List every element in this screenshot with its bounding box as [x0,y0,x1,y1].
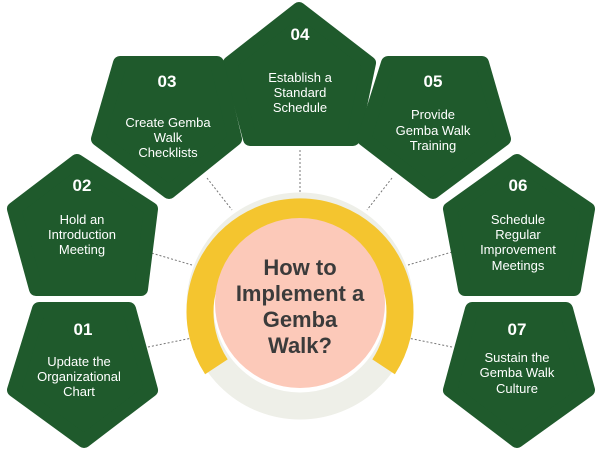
step-label-line: Checklists [138,145,198,160]
step-06-shape [443,154,595,296]
step-number: 01 [74,320,93,339]
connectors [147,150,453,348]
center-title-line: Implement a [236,281,365,306]
center-title-line: Gemba [263,307,338,332]
step-label-line: Meeting [59,242,105,257]
center-title-line: Walk? [268,333,332,358]
step-03: 03 Create Gemba Walk Checklists [91,56,242,199]
step-number: 02 [73,176,92,195]
step-label-line: Meetings [492,258,545,273]
step-label-line: Walk [154,130,183,145]
step-label-line: Schedule [273,100,327,115]
step-label-line: Regular [495,227,541,242]
center-circle: How to Implement a Gemba Walk? [186,192,414,420]
step-01: 01 Update the Organizational Chart [7,302,158,448]
connector-01 [147,337,193,348]
step-04-shape [223,2,376,146]
step-04: 04 Establish a Standard Schedule [223,2,376,146]
step-07-shape [443,302,595,448]
step-label-line: Culture [496,381,538,396]
connector-05 [366,177,393,211]
step-05-shape [357,56,511,199]
step-label-line: Create Gemba [125,115,211,130]
step-number: 07 [508,320,527,339]
step-03-shape [91,56,242,199]
step-label-line: Update the [47,354,111,369]
step-label-line: Training [410,138,456,153]
step-label-line: Improvement [480,242,556,257]
center-title-line: How to [263,255,336,280]
step-label-line: Introduction [48,227,116,242]
step-number: 04 [291,25,310,44]
step-01-shape [7,302,158,448]
step-02-shape [7,154,158,296]
step-label-line: Organizational [37,369,121,384]
step-label-line: Hold an [60,212,105,227]
connector-02 [147,251,193,266]
step-06: 06 Schedule Regular Improvement Meetings [443,154,595,296]
step-label-line: Sustain the [484,350,549,365]
ring-progress-arc [186,198,414,375]
step-label-line: Schedule [491,212,545,227]
step-label-line: Provide [411,107,455,122]
step-label-line: Gemba Walk [480,365,555,380]
step-number: 05 [424,72,443,91]
step-number: 06 [509,176,528,195]
connector-07 [407,337,453,348]
step-02: 02 Hold an Introduction Meeting [7,154,158,296]
step-label-line: Establish a [268,70,332,85]
center-disc [215,218,385,388]
step-05: 05 Provide Gemba Walk Training [357,56,511,199]
step-number: 03 [158,72,177,91]
step-label-line: Standard [274,85,327,100]
connector-03 [206,177,233,211]
step-07: 07 Sustain the Gemba Walk Culture [443,302,595,448]
connector-06 [407,251,453,266]
step-label-line: Gemba Walk [396,123,471,138]
step-label-line: Chart [63,384,95,399]
